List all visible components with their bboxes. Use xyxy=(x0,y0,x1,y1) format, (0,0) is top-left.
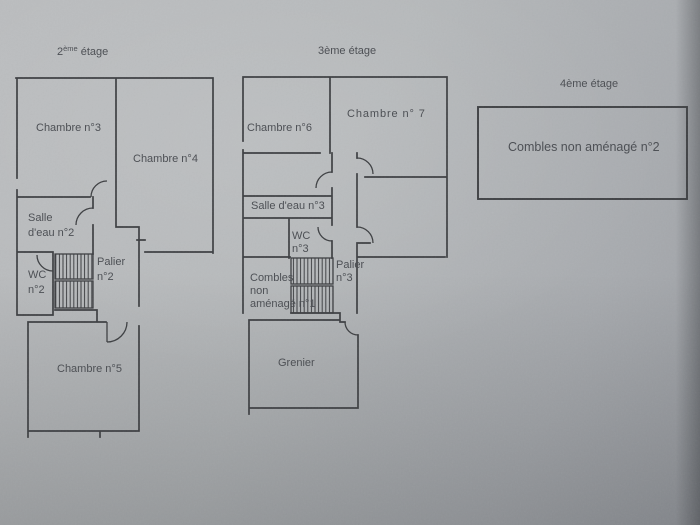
room-label-wc-3-line1: WC xyxy=(292,230,310,242)
room-label-palier-3-line1: Palier xyxy=(336,259,364,271)
room-label-chambre-4: Chambre n°4 xyxy=(133,153,198,165)
room-label-combles-1-line1: Combles xyxy=(250,272,294,284)
room-label-chambre-5: Chambre n°5 xyxy=(57,363,122,375)
room-label-grenier: Grenier xyxy=(278,357,315,369)
floor4-title: 4ème étage xyxy=(560,78,618,90)
room-label-combles-1-line2: non xyxy=(250,285,268,297)
floor4-plan: 4ème étage Combles non aménagé n°2 xyxy=(477,78,688,200)
floor3-plan: 3ème étage Chambre n°6 Chambre n° 7 Sall… xyxy=(242,45,448,415)
room-label-combles-2: Combles non aménagé n°2 xyxy=(508,140,660,154)
room-label-palier-2-line1: Palier xyxy=(97,256,125,268)
floor3-title: 3ème étage xyxy=(318,45,376,57)
room-label-combles-1-line3: aménagé n°1 xyxy=(250,298,316,310)
room-label-salle-eau-2-line1: Salle xyxy=(28,212,52,224)
room-label-chambre-3: Chambre n°3 xyxy=(36,122,101,134)
room-label-palier-2-line2: n°2 xyxy=(97,271,114,283)
room-label-wc-3-line2: n°3 xyxy=(292,243,309,255)
room-label-palier-3-line2: n°3 xyxy=(336,272,353,284)
room-label-chambre-7: Chambre n° 7 xyxy=(347,108,426,120)
room-label-wc-2-line2: n°2 xyxy=(28,284,45,296)
floor2-staircase xyxy=(54,253,94,309)
room-label-wc-2-line1: WC xyxy=(28,269,46,281)
room-label-salle-eau-2-line2: d'eau n°2 xyxy=(28,227,74,239)
room-label-salle-eau-3: Salle d'eau n°3 xyxy=(251,200,325,212)
room-label-chambre-6: Chambre n°6 xyxy=(247,122,312,134)
